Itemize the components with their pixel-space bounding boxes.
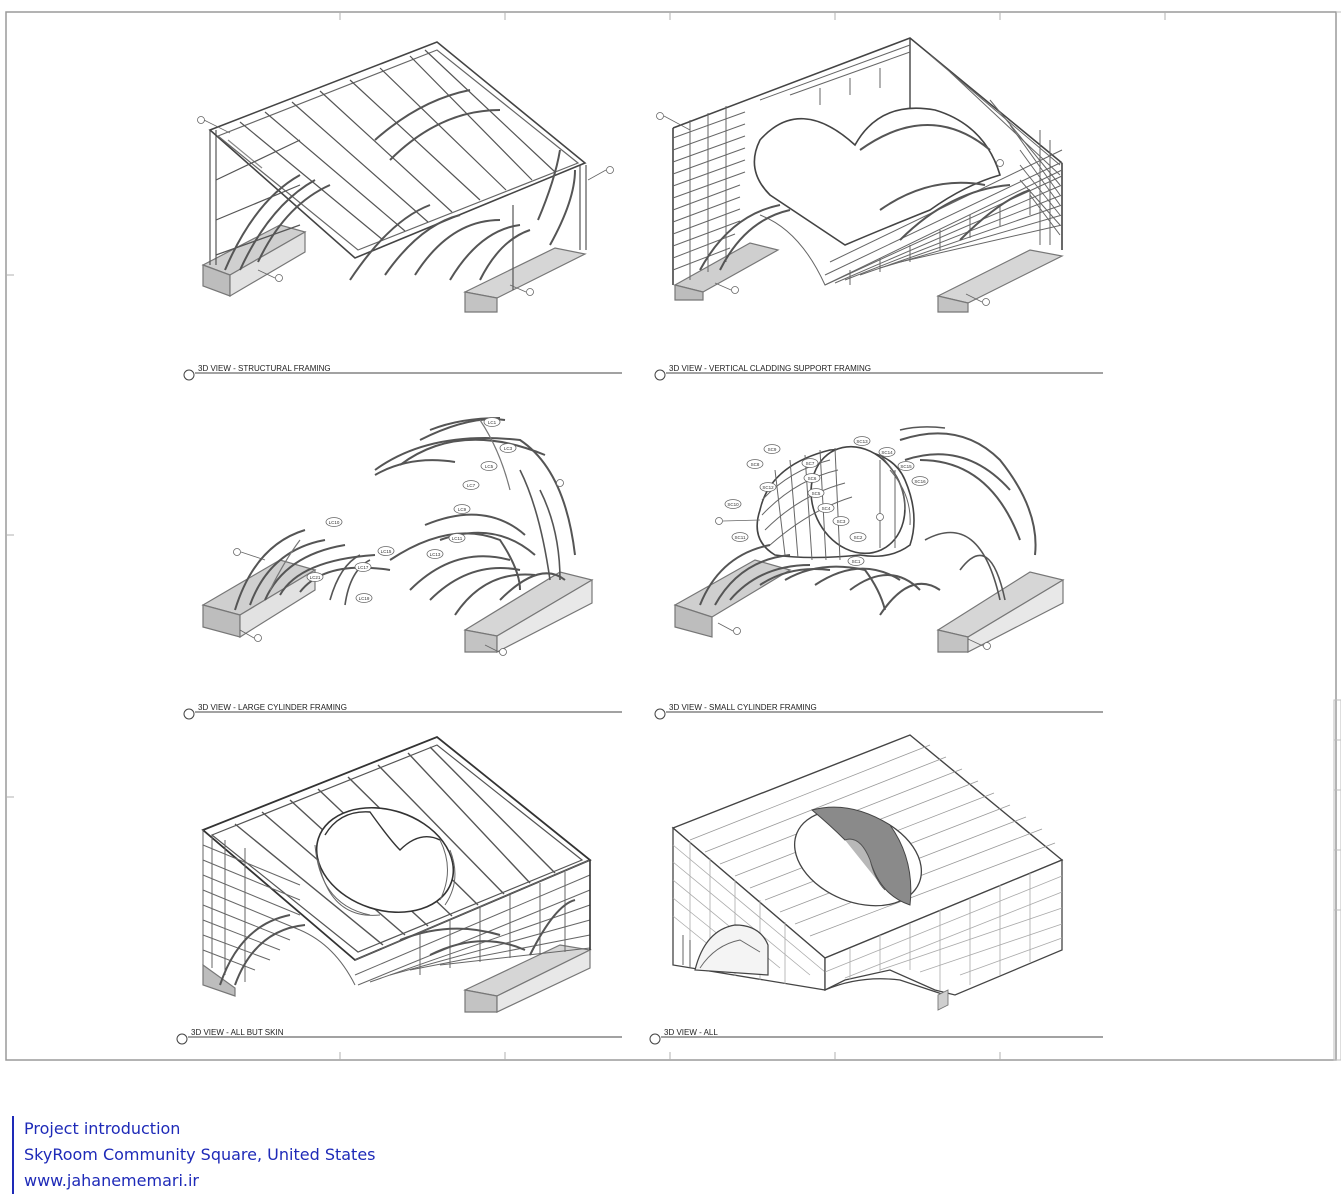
large-cylinder-tag-bubble [480,461,498,471]
caption-website-link[interactable]: www.jahanememari.ir [24,1171,200,1190]
large-cylinder-tag-bubble [448,533,466,543]
large-cylinder-tag-bubble [355,593,373,603]
title-block-strip [1333,11,1341,1061]
large-cylinder-tag-bubble [499,443,517,453]
small-cylinder-tag-label: SC1 [852,559,861,564]
large-cylinder-tag-label: LC11 [452,536,463,541]
large-cylinder-tag-bubble [462,480,480,490]
small-cylinder-tag-bubble [817,503,835,513]
large-cylinder-tag-label: LC15 [381,549,392,554]
project-caption: Project introduction SkyRoom Community S… [12,1116,512,1194]
small-cylinder-tag-label: SC16 [914,479,926,484]
small-cylinder-tag-label: SC4 [822,506,831,511]
large-cylinder-tag-label: LC19 [359,596,370,601]
small-cylinder-tag-label: SC10 [727,502,739,507]
view-title-vertical: 3D VIEW - VERTICAL CLADDING SUPPORT FRAM… [654,364,1103,381]
large-cylinder-tag-label: LC3 [504,446,513,451]
small-cylinder-tag-bubble [731,532,749,542]
small-cylinder-tag-label: SC6 [808,476,817,481]
large-cylinder-tag-label: LC13 [430,552,441,557]
large-cylinder-tag-label: LC7 [467,483,476,488]
view-title-large: 3D VIEW - LARGE CYLINDER FRAMING [183,703,622,720]
view-vertical-cladding-framing [656,37,1064,313]
small-cylinder-tag-bubble [878,447,896,457]
view-title-all: 3D VIEW - ALL [649,1028,1103,1045]
large-cylinder-tag-label: LC17 [358,565,369,570]
small-cylinder-tag-bubble [897,461,915,471]
caption-project-introduction: Project introduction [24,1119,181,1138]
small-cylinder-tag-bubble [803,473,821,483]
large-cylinder-tag-label: LC10 [329,520,340,525]
small-cylinder-tag-label: SC8 [751,462,760,467]
large-cylinder-tag-label: LC5 [485,464,494,469]
small-cylinder-tag-label: SC12 [762,485,774,490]
small-cylinder-tag-bubble [759,482,777,492]
small-cylinder-tag-bubble [847,556,865,566]
small-cylinder-tag-label: SC3 [837,519,846,524]
large-cylinder-tag-bubble [306,572,324,582]
large-cylinder-tag-bubble [453,504,471,514]
large-cylinder-tag-bubble [377,546,395,556]
small-cylinder-tag-label: SC9 [768,447,777,452]
small-cylinder-tag-bubble [849,532,867,542]
large-cylinder-tag-bubble [426,549,444,559]
sheet-border [5,11,1337,1061]
view-title-large-text: 3D VIEW - LARGE CYLINDER FRAMING [198,703,347,712]
large-cylinder-tag-bubble [483,417,501,427]
small-cylinder-tag-bubble [763,444,781,454]
view-all [671,734,1064,1011]
small-cylinder-tag-bubble [832,516,850,526]
small-cylinder-tag-bubble [801,458,819,468]
small-cylinder-tag-label: SC13 [856,439,868,444]
grid-tick-marks [6,12,1166,1060]
view-title-allbut-text: 3D VIEW - ALL BUT SKIN [191,1028,284,1037]
small-cylinder-tag-label: SC15 [900,464,912,469]
large-cylinder-tag-label: LC21 [310,575,321,580]
small-cylinder-tag-label: SC14 [881,450,893,455]
small-cylinder-tag-bubble [853,436,871,446]
view-title-structural-text: 3D VIEW - STRUCTURAL FRAMING [198,364,331,373]
view-title-small: 3D VIEW - SMALL CYLINDER FRAMING [654,703,1103,720]
small-cylinder-tag-label: SC11 [735,535,746,540]
small-cylinder-tag-bubble [911,476,929,486]
caption-project-name: SkyRoom Community Square, United States [24,1145,376,1164]
view-title-all-text: 3D VIEW - ALL [664,1028,718,1037]
large-cylinder-tag-label: LC1 [488,420,497,425]
large-cylinder-tag-label: LC9 [458,507,467,512]
large-cylinder-tag-bubble [354,562,372,572]
view-title-allbut: 3D VIEW - ALL BUT SKIN [176,1028,622,1045]
small-cylinder-tag-bubble [807,488,825,498]
view-title-vertical-text: 3D VIEW - VERTICAL CLADDING SUPPORT FRAM… [669,364,871,373]
view-structural-framing [197,41,614,313]
small-cylinder-tag-label: SC2 [854,535,863,540]
small-cylinder-tag-label: SC5 [812,491,821,496]
small-cylinder-tag-label: SC7 [806,461,815,466]
view-title-small-text: 3D VIEW - SMALL CYLINDER FRAMING [669,703,817,712]
view-title-structural: 3D VIEW - STRUCTURAL FRAMING [183,364,622,381]
small-cylinder-tag-bubble [746,459,764,469]
large-cylinder-tag-bubble [325,517,343,527]
small-cylinder-tag-bubble [724,499,742,509]
view-all-but-skin [201,735,592,1013]
